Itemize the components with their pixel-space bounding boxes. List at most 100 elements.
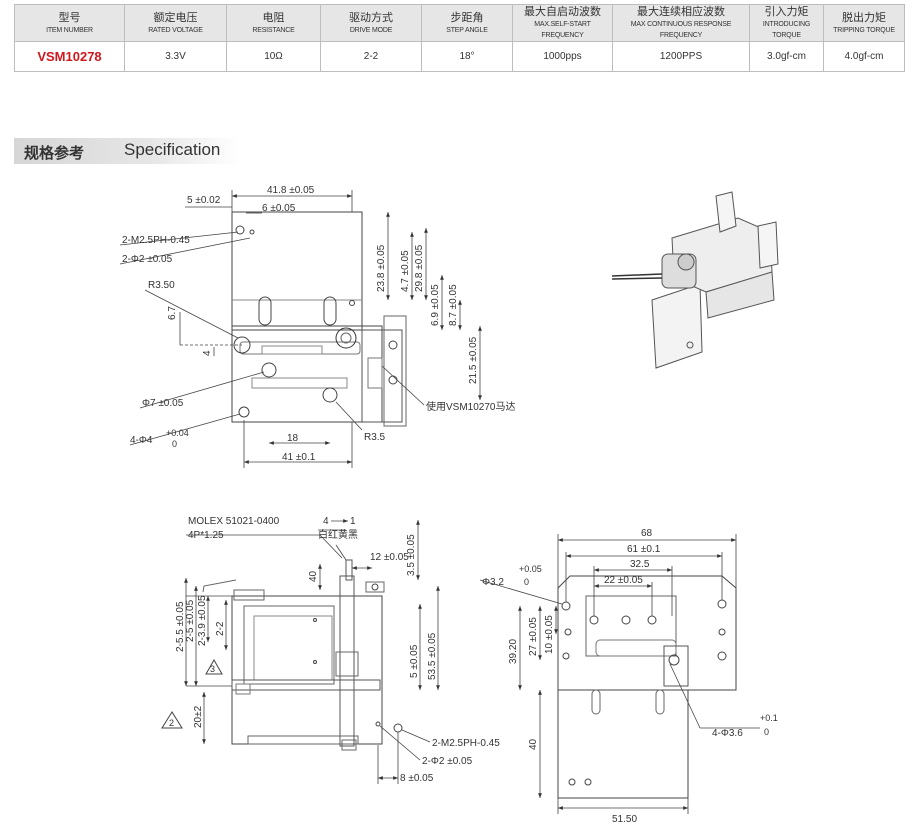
label-v47: 4.7 ±0.05: [400, 250, 411, 292]
label-hole4-tol-down: 0: [172, 439, 177, 449]
cell-continuous-response-frequency: 1200PPS: [612, 41, 750, 72]
label-d8: 8 ±0.05: [400, 773, 434, 784]
motor-gear: [335, 327, 357, 349]
top-view-labels: 41.8 ±0.05 5 ±0.02 6 ±0.05 2-M2.5PH-0.45…: [122, 185, 515, 463]
top-view-dimension-lines: [119, 190, 482, 468]
label-d40: 40: [308, 570, 319, 582]
hole-phi4-a: [238, 406, 250, 418]
label-d35: 3.5 ±0.05: [406, 534, 417, 576]
label-pin-order-right: 1: [350, 516, 356, 527]
cell-drive-mode: 2-2: [320, 41, 422, 72]
label-hole32: Φ3.2: [482, 577, 504, 588]
label-d12: 12 ±0.05: [370, 552, 409, 563]
label-hole32-tol-down: 0: [524, 577, 529, 587]
label-hole4: 4-Φ4: [130, 435, 153, 446]
label-side-d40: 40: [528, 738, 539, 750]
front-view-dimension-lines: [184, 520, 440, 784]
label-v215: 21.5 ±0.05: [468, 336, 479, 384]
cell-self-start-frequency: 1000pps: [512, 41, 613, 72]
label-v87: 8.7 ±0.05: [448, 284, 459, 326]
label-d18: 18: [287, 433, 299, 444]
iso-front-plate: [651, 283, 703, 369]
label-d535: 53.5 ±0.05: [427, 632, 438, 680]
top-view-drawing: [231, 211, 407, 427]
label-hole36-tol-up: +0.1: [760, 713, 778, 723]
label-tri3: 3: [210, 664, 215, 674]
label-d67: 6.7: [167, 306, 178, 320]
top-main-body: [231, 325, 383, 423]
label-hole32-tol-up: +0.05: [519, 564, 542, 574]
table-row: VSM10278 3.3V 10Ω 2-2 18° 1000pps 1200PP…: [14, 41, 905, 72]
top-slot-right: [323, 296, 337, 326]
label-hole36: 4-Φ3.6: [712, 728, 743, 739]
label-tri2: 2: [169, 718, 174, 728]
banner-bar: [14, 138, 240, 164]
label-v69: 6.9 ±0.05: [430, 284, 441, 326]
side-hole-phi32: [561, 601, 571, 611]
label-d25: 2-5 ±0.05: [185, 599, 196, 642]
cell-step-angle: 18°: [421, 41, 513, 72]
label-r350: R3.50: [148, 280, 175, 291]
section-title-en: Specification: [124, 140, 221, 159]
label-d325: 32.5: [630, 559, 650, 570]
side-frame-outline: [557, 575, 737, 691]
side-view-dimension-lines: [479, 534, 760, 814]
label-motor-note: 使用VSM10270马达: [426, 400, 515, 413]
front-shaft: [339, 575, 355, 747]
label-hole36-tol-down: 0: [764, 727, 769, 737]
top-slot-left: [258, 296, 272, 326]
label-d27: 27 ±0.05: [528, 617, 539, 656]
hole-phi7: [261, 362, 277, 378]
label-r35: R3.5: [364, 432, 386, 443]
label-front-pin-hole: 2-Φ2 ±0.05: [422, 756, 473, 767]
cell-resistance: 10Ω: [226, 41, 321, 72]
cell-item-number: VSM10278: [14, 41, 125, 72]
side-view-drawing: [557, 575, 737, 799]
label-screw: 2-M2.5PH-0.45: [122, 235, 190, 246]
label-v238: 23.8 ±0.05: [376, 244, 387, 292]
front-screw-hole: [393, 723, 403, 733]
label-d3920: 39.20: [508, 639, 519, 664]
label-d22: 22 ±0.05: [604, 575, 643, 586]
top-bracket-plate: [231, 211, 363, 331]
hole-r35: [322, 387, 338, 403]
label-d5v: 5 ±0.05: [409, 644, 420, 678]
label-v298: 29.8 ±0.05: [414, 244, 425, 292]
label-overall-width: 41.8 ±0.05: [267, 185, 315, 196]
label-d10: 10 ±0.05: [544, 615, 555, 654]
label-d6: 6 ±0.05: [262, 203, 296, 214]
screw-hole-top: [235, 225, 245, 235]
label-wire-colors: 白红黄黑: [318, 528, 358, 541]
section-title-cn: 规格参考: [24, 145, 85, 162]
triangle-marker-3: [205, 658, 223, 675]
side-view-labels: 68 61 ±0.1 32.5 22 ±0.05 Φ3.2 +0.05 0 39…: [482, 528, 778, 825]
label-connector: MOLEX 51021-0400: [188, 516, 280, 527]
side-bottom-plate: [557, 689, 689, 799]
isometric-view: [611, 191, 779, 369]
label-d5: 5 ±0.02: [187, 195, 221, 206]
hole-r350: [233, 336, 251, 354]
label-pins: 4P*1.25: [188, 530, 224, 541]
label-d5150: 51.50: [612, 814, 637, 825]
label-d68: 68: [641, 528, 653, 539]
label-hole4-tol-up: +0.04: [166, 428, 189, 438]
cell-tripping-torque: 4.0gf-cm: [823, 41, 905, 72]
iso-wire: [611, 273, 663, 277]
label-front-screw: 2-M2.5PH-0.45: [432, 738, 500, 749]
label-pin-hole: 2-Φ2 ±0.05: [122, 254, 173, 265]
label-d41: 41 ±0.1: [282, 452, 316, 463]
triangle-marker-2: [161, 711, 183, 729]
label-d255: 2-5.5 ±0.05: [175, 601, 186, 652]
front-view-labels: MOLEX 51021-0400 4P*1.25 4 1 白红黄黑 40 12 …: [169, 516, 500, 784]
label-d61: 61 ±0.1: [627, 544, 661, 555]
cell-rated-voltage: 3.3V: [124, 41, 227, 72]
